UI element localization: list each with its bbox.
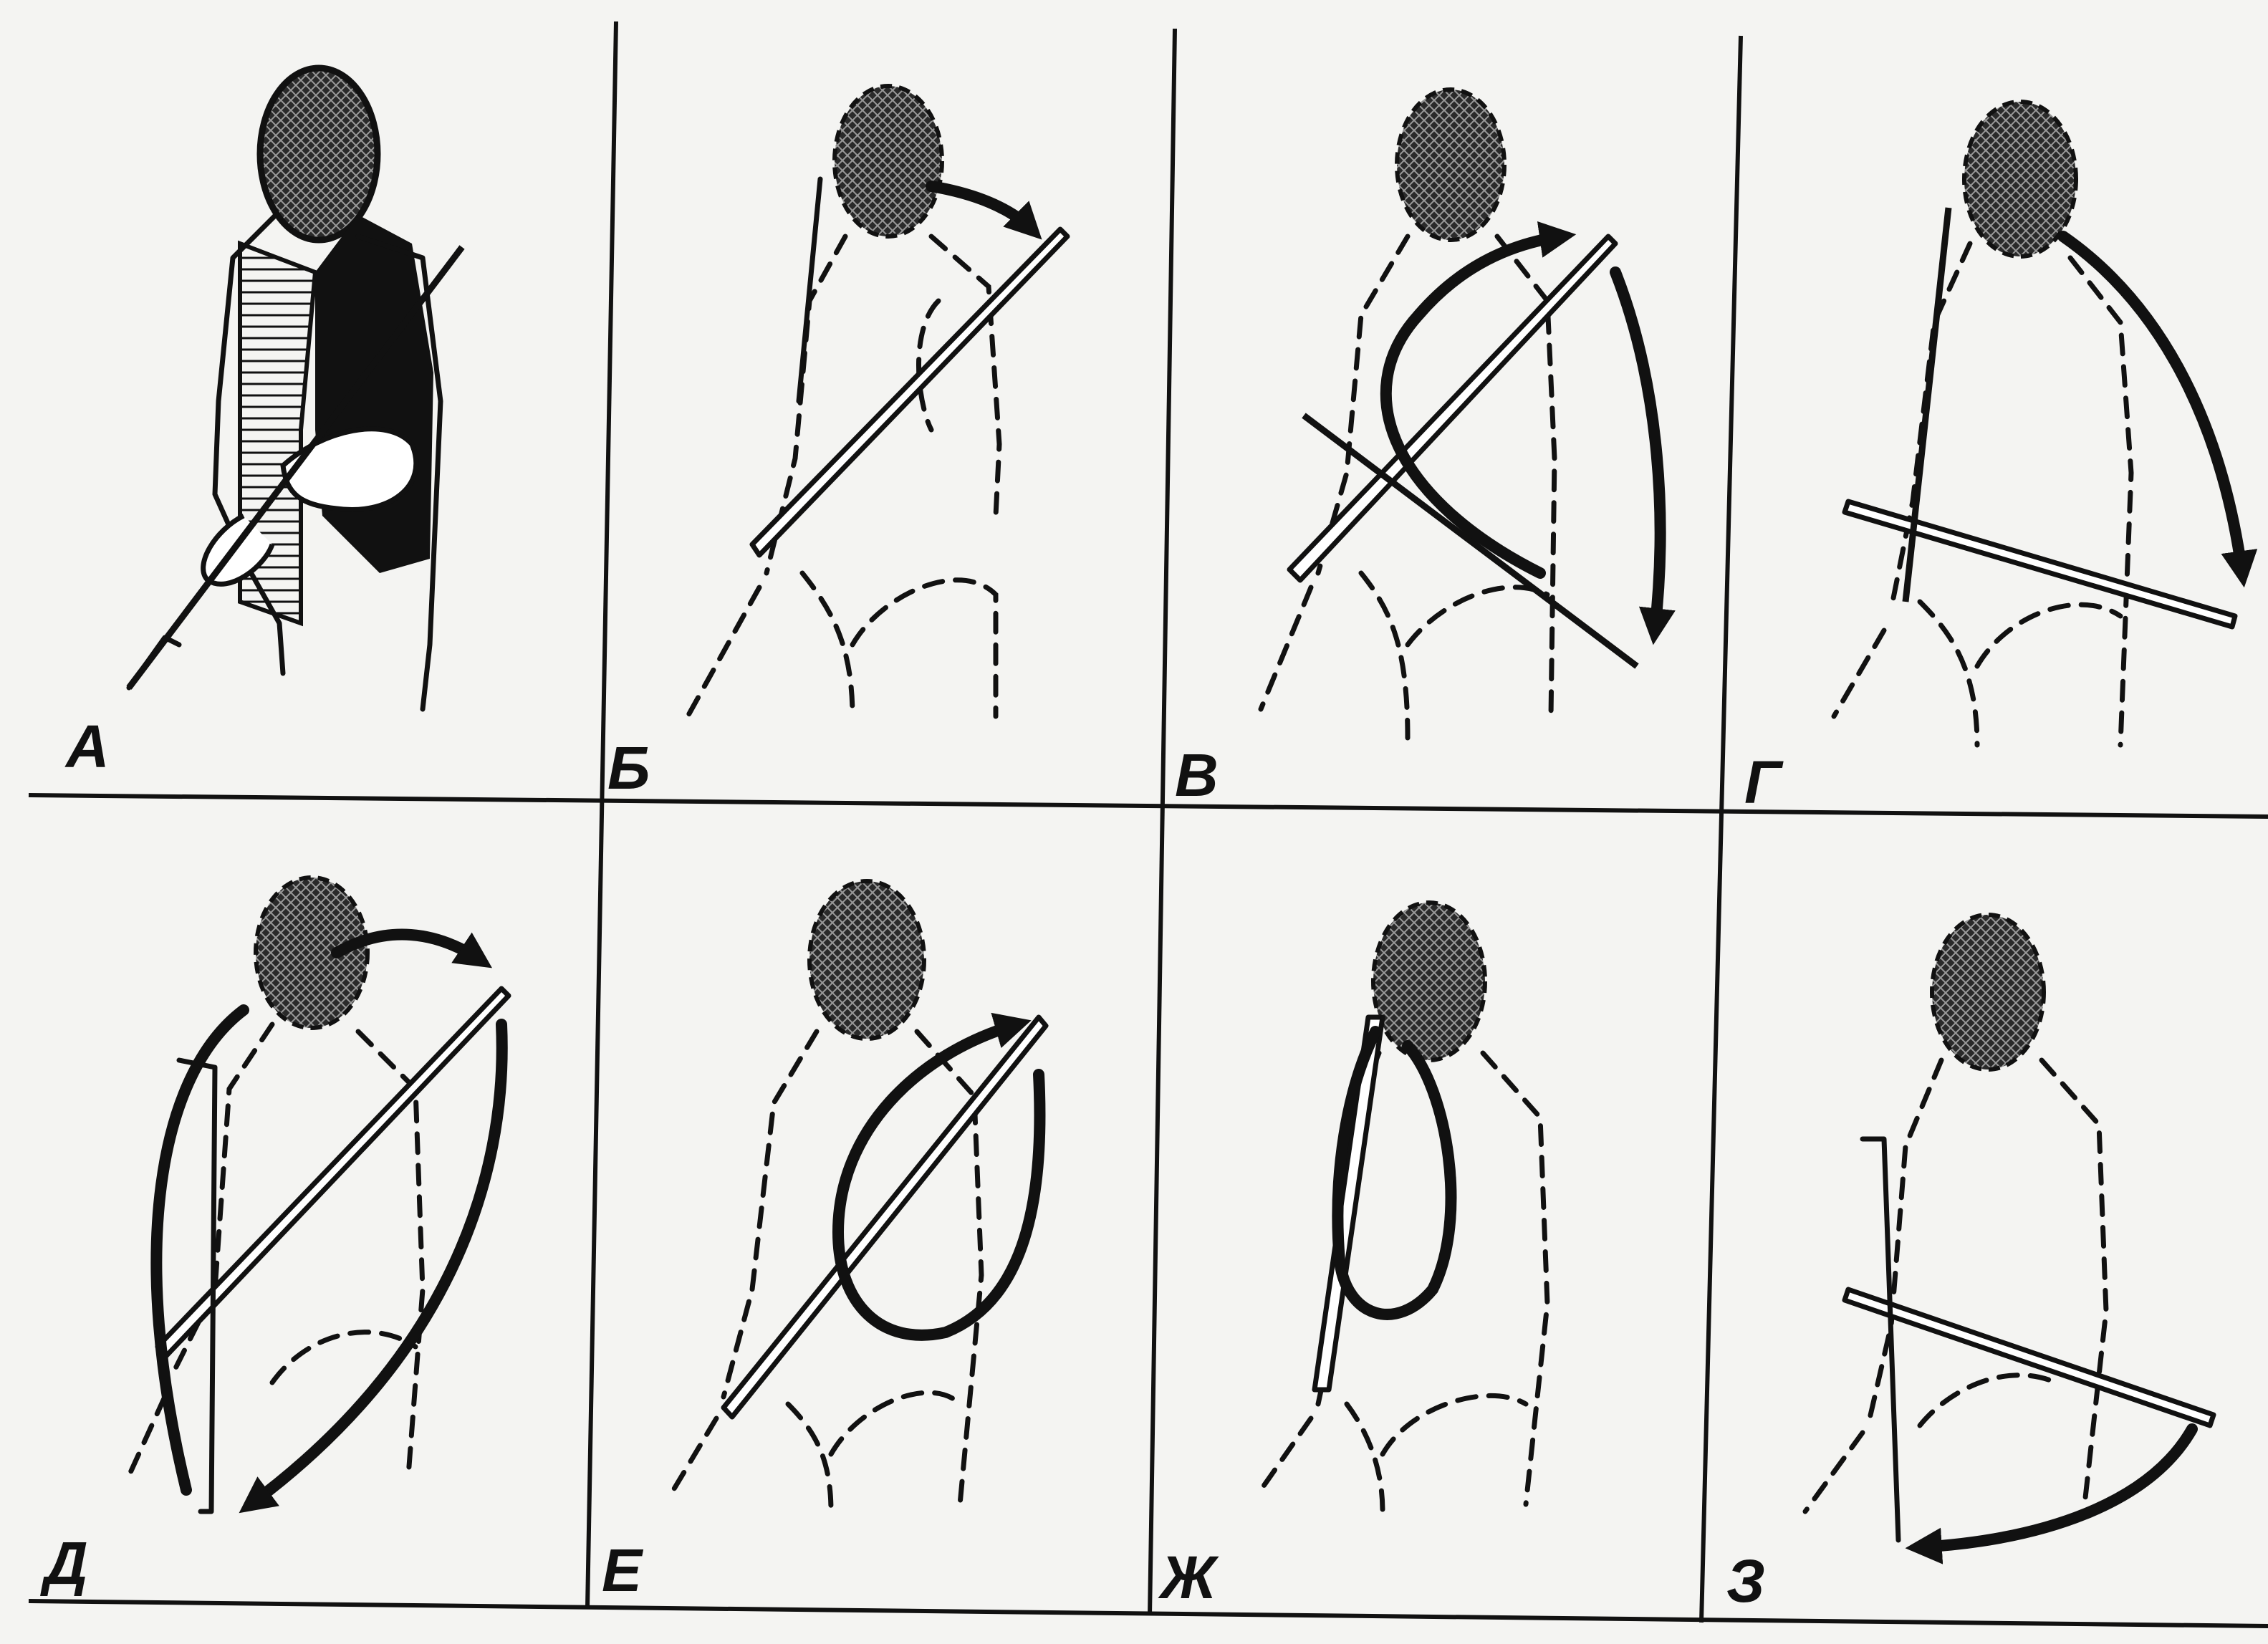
panel-label-a: А [66, 716, 110, 777]
panel-z-figure [1805, 915, 2214, 1547]
panel-zh-figure [1261, 903, 1547, 1511]
panel-d-figure [129, 878, 509, 1511]
panel-label-b: Б [607, 738, 650, 798]
panel-b-figure [688, 86, 1067, 716]
panel-label-e: Е [602, 1540, 642, 1600]
panel-label-zh: Ж [1161, 1547, 1216, 1607]
panel-label-z: З [1726, 1551, 1765, 1611]
panel-label-v: В [1175, 745, 1219, 805]
panel-e-figure [673, 881, 1046, 1511]
panel-v-figure [1261, 90, 1661, 738]
panel-g-figure [1834, 102, 2242, 745]
panel-label-d: Д [44, 1533, 88, 1593]
panel-a-figure [129, 68, 462, 709]
panel-label-g: Г [1744, 752, 1782, 812]
